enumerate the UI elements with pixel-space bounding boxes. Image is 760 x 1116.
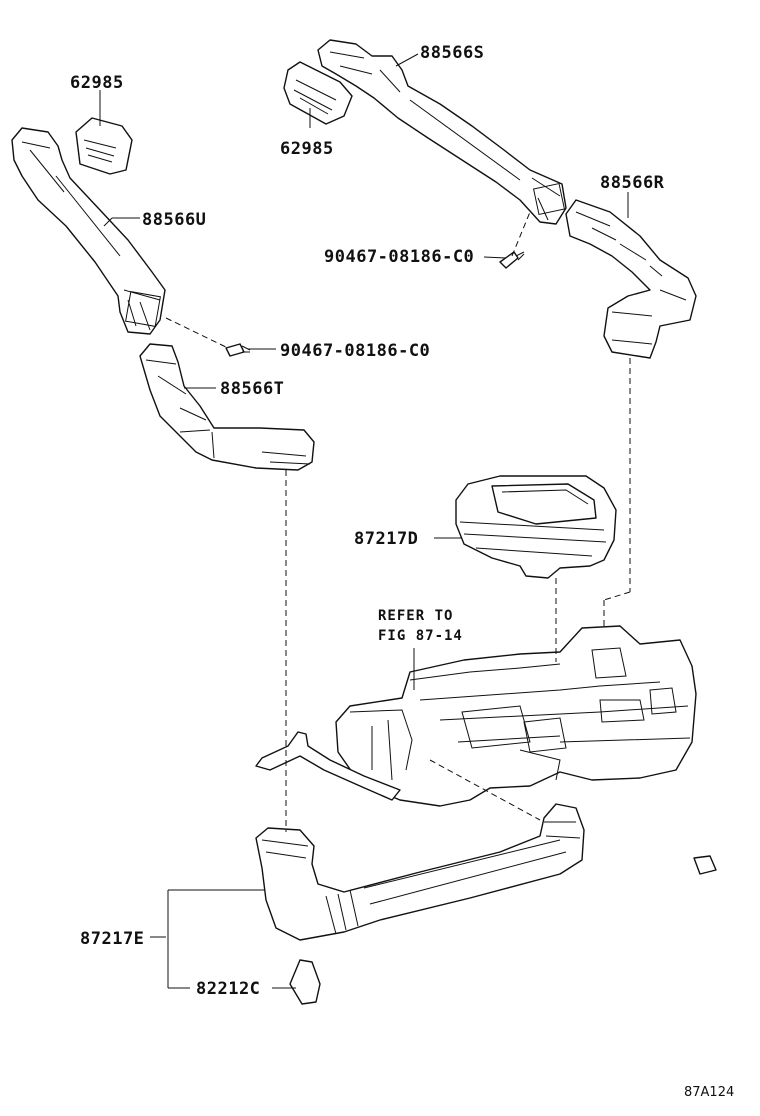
label-duct-r: 88566R xyxy=(600,173,665,193)
label-screw-lower: 90467-08186-C0 xyxy=(280,341,430,361)
duct-u-shape xyxy=(11,127,166,335)
duct-t-shape xyxy=(139,343,315,471)
duct-e-shape xyxy=(255,803,585,941)
label-duct-e: 87217E xyxy=(80,929,144,949)
label-filter-cover: 87217D xyxy=(354,529,418,549)
label-sensor-c: 82212C xyxy=(196,979,260,999)
screw-lower-shape xyxy=(225,343,251,357)
reference-line-2: FIG 87-14 xyxy=(378,628,463,644)
leader-lines xyxy=(99,53,629,989)
drain-hose-shape xyxy=(255,731,401,801)
label-duct-s: 88566S xyxy=(420,43,484,63)
grille-upper-shape xyxy=(283,61,353,125)
figure-code: 87A124 xyxy=(684,1085,734,1100)
hvac-unit-shape xyxy=(335,625,697,807)
label-grille-left: 62985 xyxy=(70,73,124,93)
screw-upper-shape xyxy=(499,251,525,269)
sensor-wire-shape xyxy=(289,855,719,1005)
filter-cover-shape xyxy=(455,475,617,579)
duct-s-shape xyxy=(317,39,567,225)
grille-left-shape xyxy=(75,117,133,175)
reference-line-1: REFER TO xyxy=(378,608,453,624)
label-screw-upper: 90467-08186-C0 xyxy=(324,247,474,267)
label-duct-u: 88566U xyxy=(142,210,206,230)
duct-r-shape xyxy=(565,199,697,359)
label-grille-upper: 62985 xyxy=(280,139,334,159)
label-duct-t: 88566T xyxy=(220,379,284,399)
alignment-lines xyxy=(165,211,631,832)
